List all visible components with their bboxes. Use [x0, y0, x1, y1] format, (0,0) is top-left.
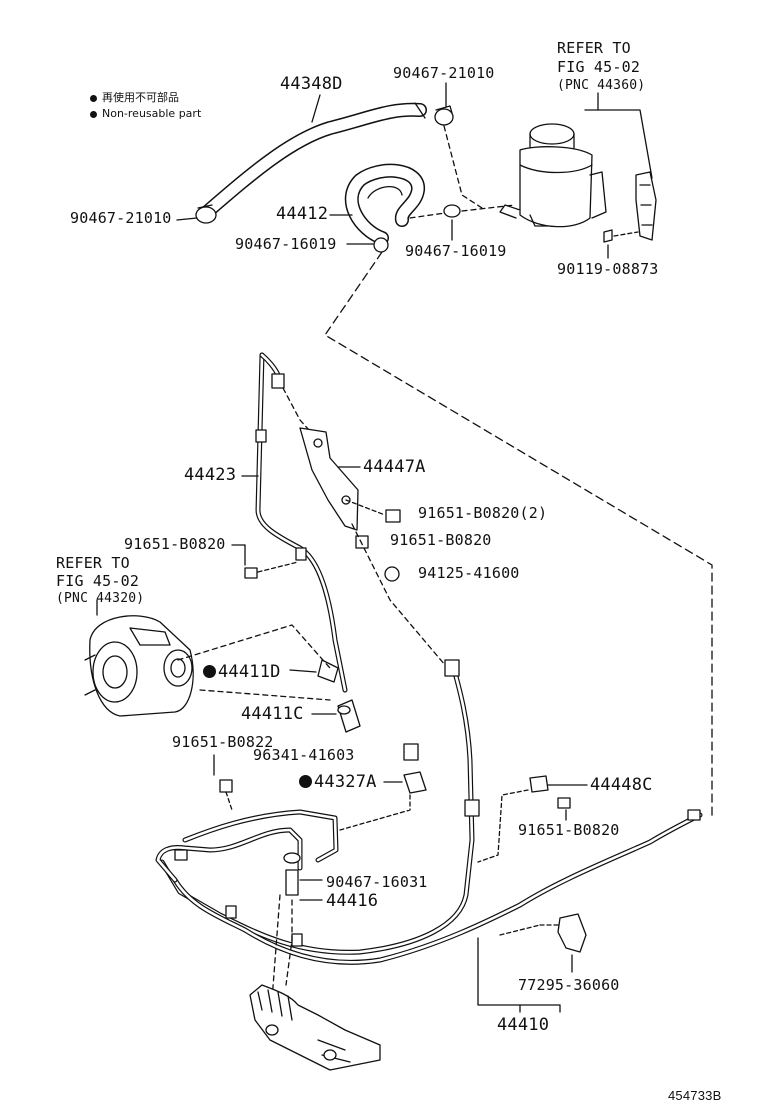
return-pipe-44410 — [155, 659, 703, 965]
part-label-44348d[interactable]: 44348D — [280, 74, 343, 94]
clamp-90467-16019 — [373, 204, 461, 253]
non-reusable-bullet-icon — [90, 110, 97, 118]
part-label-96341-41603[interactable]: 96341-41603 — [253, 746, 355, 764]
part-label-90467-16031[interactable]: 90467-16031 — [326, 873, 428, 891]
part-label-44423[interactable]: 44423 — [184, 465, 237, 485]
refer-note-1-line1: REFER TO — [557, 39, 631, 57]
part-label-94125-41600[interactable]: 94125-41600 — [418, 564, 520, 582]
part-label-44412[interactable]: 44412 — [276, 204, 329, 224]
legend-item-jp: 再使用不可部品 — [90, 92, 179, 103]
refer-note-2-line3: (PNC 44320) — [56, 591, 145, 606]
part-label-44411d[interactable]: 44411D — [203, 664, 281, 681]
reservoir-bracket — [635, 171, 657, 241]
part-label-91651-b0822[interactable]: 91651-B0822 — [172, 733, 274, 751]
reservoir-tank — [499, 123, 607, 228]
suction-hose-44412 — [344, 163, 425, 245]
refer-note-1-line2[interactable]: FIG 45-02 — [557, 58, 641, 76]
part-label-44448c[interactable]: 44448C — [590, 775, 653, 795]
legend-text-en: Non-reusable part — [102, 107, 202, 120]
union-bolt-44411c — [337, 699, 361, 733]
part-label-91651-b0820-right[interactable]: 91651-B0820 — [518, 821, 620, 839]
part-label-44416[interactable]: 44416 — [326, 891, 379, 911]
clamp-44327a — [403, 771, 427, 794]
legend-text-jp: 再使用不可部品 — [102, 91, 179, 104]
steering-gear — [249, 984, 381, 1071]
clamp-90467-21010-left — [195, 204, 217, 224]
bolt-90119-08873 — [603, 229, 613, 243]
part-label-90467-16019-right[interactable]: 90467-16019 — [405, 242, 507, 260]
part-label-44327a[interactable]: 44327A — [299, 774, 377, 791]
refer-note-2-line1: REFER TO — [56, 554, 130, 572]
part-label-44411c[interactable]: 44411C — [241, 704, 304, 724]
part-label-90467-16019-left[interactable]: 90467-16019 — [235, 235, 337, 253]
bolt-91651-b0820 — [244, 509, 401, 582]
part-label-90119-08873[interactable]: 90119-08873 — [557, 260, 659, 278]
part-label-44411d-text: 44411D — [218, 662, 281, 682]
part-label-44447a[interactable]: 44447A — [363, 457, 426, 477]
non-reusable-marker-icon — [299, 775, 312, 788]
bolt-91651-b0822 — [219, 779, 233, 793]
clamp-77295-36060 — [557, 913, 587, 953]
pressure-pipe-44423 — [255, 352, 348, 693]
part-label-90467-21010-left[interactable]: 90467-21010 — [70, 209, 172, 227]
part-label-91651-b0820-2[interactable]: 91651-B0820(2) — [418, 504, 548, 522]
return-hose-44348d — [200, 102, 427, 219]
legend-item-en: Non-reusable part — [90, 108, 201, 119]
bracket-44447a — [299, 427, 359, 531]
refer-note-2-line2[interactable]: FIG 45-02 — [56, 572, 140, 590]
power-steering-pump — [84, 615, 194, 717]
non-reusable-marker-icon — [203, 665, 216, 678]
part-label-77295-36060[interactable]: 77295-36060 — [518, 976, 620, 994]
hose-44416 — [283, 852, 301, 896]
part-label-44327a-text: 44327A — [314, 772, 377, 792]
figure-id: 454733B — [668, 1088, 722, 1103]
clamp-90467-21010-top — [434, 105, 454, 126]
non-reusable-bullet-icon — [90, 94, 97, 102]
bolt-96341-41603 — [403, 743, 419, 761]
part-label-91651-b0820-left[interactable]: 91651-B0820 — [124, 535, 226, 553]
refer-note-1-line3: (PNC 44360) — [557, 78, 646, 93]
clamp-44448c — [529, 775, 571, 809]
part-label-90467-21010-top[interactable]: 90467-21010 — [393, 64, 495, 82]
part-label-44410[interactable]: 44410 — [497, 1015, 550, 1035]
part-label-91651-b0820-mid[interactable]: 91651-B0820 — [390, 531, 492, 549]
